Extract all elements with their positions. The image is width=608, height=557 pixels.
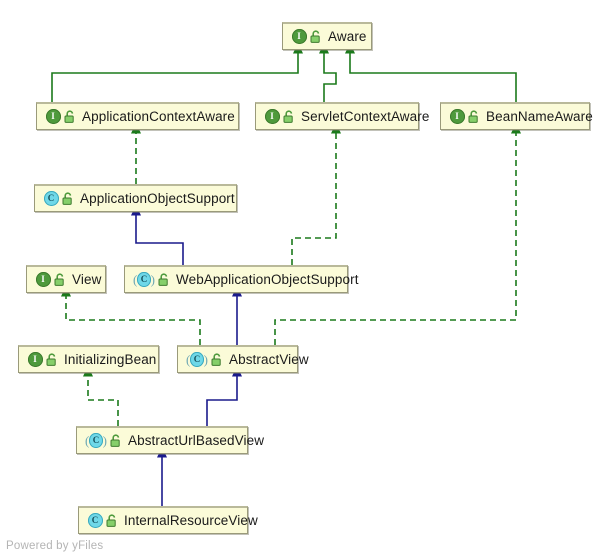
node-label: Aware [328, 29, 367, 44]
node-label: AbstractUrlBasedView [128, 433, 265, 448]
node-label: ApplicationObjectSupport [80, 191, 235, 206]
node-icons: C [43, 191, 74, 207]
uml-node-bean-name-aware[interactable]: I BeanNameAware [440, 102, 593, 130]
node-label: InternalResourceView [124, 513, 258, 528]
uml-node-initializing-bean[interactable]: I InitializingBean [18, 345, 159, 373]
interface-icon: I [45, 109, 61, 125]
edge-generalization-bean-name-aware-to-aware [345, 42, 517, 102]
unlocked-padlock-icon [158, 272, 170, 287]
unlocked-padlock-icon [283, 109, 295, 124]
abstract-class-icon: (C) [85, 433, 107, 448]
interface-icon: I [291, 29, 307, 45]
node-icons: I [449, 109, 480, 125]
unlocked-padlock-icon [106, 513, 118, 528]
node-icons: I [291, 29, 322, 45]
unlocked-padlock-icon [211, 352, 223, 367]
node-icons: I [35, 272, 66, 288]
node-label: BeanNameAware [486, 109, 593, 124]
node-label: ApplicationContextAware [82, 109, 235, 124]
node-icons: I [45, 109, 76, 125]
uml-node-aware[interactable]: I Aware [282, 22, 372, 50]
unlocked-padlock-icon [46, 352, 58, 367]
uml-node-internal-resource-view[interactable]: C InternalResourceView [78, 506, 258, 534]
unlocked-padlock-icon [62, 191, 74, 206]
interface-icon: I [449, 109, 465, 125]
unlocked-padlock-icon [54, 272, 66, 287]
edge-realization-abstract-view-to-view [61, 285, 201, 345]
uml-node-web-application-object-support[interactable]: (C) WebApplicationObjectSupport [124, 265, 358, 293]
edge-realization-web-application-object-support-to-servlet-context-aware [291, 122, 341, 265]
edge-generalization-application-context-aware-to-aware [51, 42, 303, 102]
node-icons: (C) [133, 272, 170, 288]
uml-node-abstract-url-based-view[interactable]: (C) AbstractUrlBasedView [76, 426, 264, 454]
uml-node-servlet-context-aware[interactable]: I ServletContextAware [255, 102, 429, 130]
uml-node-application-object-support[interactable]: C ApplicationObjectSupport [34, 184, 237, 212]
yfiles-watermark: Powered by yFiles [6, 540, 104, 552]
interface-icon: I [27, 352, 43, 368]
class-icon: C [87, 513, 103, 529]
node-label: AbstractView [229, 352, 309, 367]
interface-icon: I [35, 272, 51, 288]
unlocked-padlock-icon [310, 29, 322, 44]
node-label: WebApplicationObjectSupport [176, 272, 359, 287]
edge-realization-abstract-view-to-bean-name-aware [274, 122, 521, 345]
unlocked-padlock-icon [468, 109, 480, 124]
unlocked-padlock-icon [64, 109, 76, 124]
interface-icon: I [264, 109, 280, 125]
node-label: View [72, 272, 102, 287]
edge-generalization-web-application-object-support-to-application-object-support [131, 204, 184, 265]
node-icons: C [87, 513, 118, 529]
uml-node-view[interactable]: I View [26, 265, 106, 293]
edge-generalization-servlet-context-aware-to-aware [319, 42, 337, 102]
uml-node-application-context-aware[interactable]: I ApplicationContextAware [36, 102, 239, 130]
node-label: InitializingBean [64, 352, 157, 367]
unlocked-padlock-icon [110, 433, 122, 448]
abstract-class-icon: (C) [186, 352, 208, 367]
abstract-class-icon: (C) [133, 272, 155, 287]
class-icon: C [43, 191, 59, 207]
node-icons: (C) [85, 433, 122, 449]
node-icons: I [27, 352, 58, 368]
node-icons: I [264, 109, 295, 125]
edge-realization-abstract-url-based-view-to-initializing-bean [83, 365, 119, 426]
edge-generalization-abstract-url-based-view-to-abstract-view [206, 365, 242, 426]
node-icons: (C) [186, 352, 223, 368]
uml-node-abstract-view[interactable]: (C) AbstractView [177, 345, 309, 373]
node-label: ServletContextAware [301, 109, 430, 124]
